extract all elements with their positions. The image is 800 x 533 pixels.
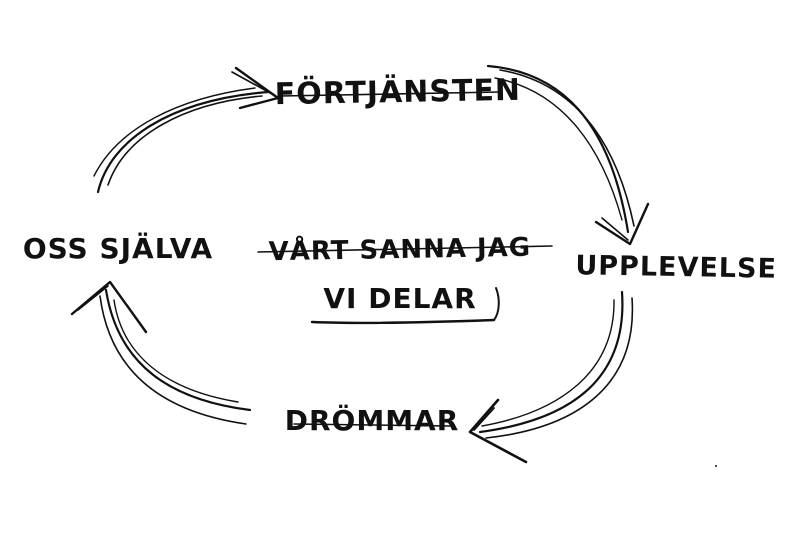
arrow-bottom-to-left xyxy=(70,280,252,425)
node-bottom-label: DRÖMMAR xyxy=(285,403,460,437)
node-left-label: OSS SJÄLVA xyxy=(23,231,213,265)
center-line2: VI DELAR xyxy=(323,282,476,315)
top-label-strike xyxy=(279,91,501,97)
center-line1-strike xyxy=(257,245,553,253)
arrow-top-to-right xyxy=(486,64,650,246)
node-top-label: FÖRTJÄNSTEN xyxy=(274,71,521,112)
arrow-right-to-bottom xyxy=(468,290,634,464)
center-underline xyxy=(310,318,496,325)
center-underline-flourish xyxy=(493,287,500,321)
bottom-label-strike xyxy=(293,423,451,427)
stray-dot xyxy=(715,465,717,467)
node-right-label: UPPLEVELSE xyxy=(575,250,777,285)
arrow-left-to-top xyxy=(93,66,280,194)
